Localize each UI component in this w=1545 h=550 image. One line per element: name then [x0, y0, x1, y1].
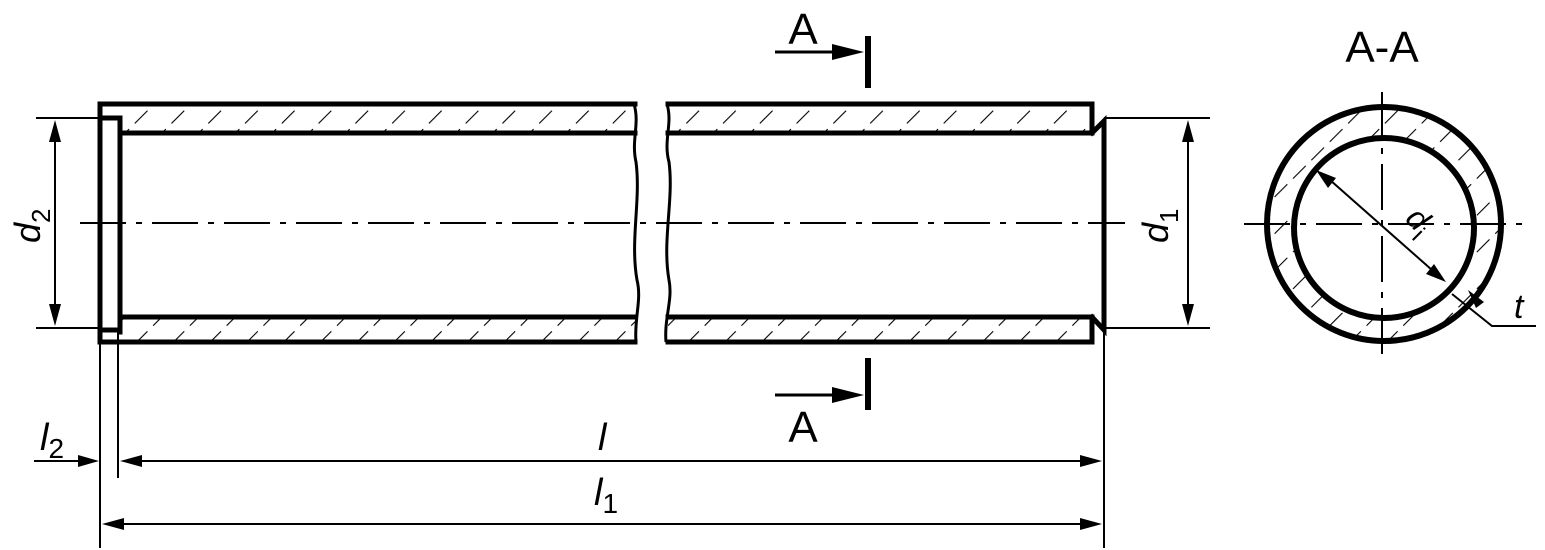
inner-circle: [1291, 135, 1477, 321]
top-wall-right-hatch: [668, 106, 1090, 132]
break-line-right: [664, 103, 672, 343]
dimension-d2: d2: [7, 117, 100, 329]
right-end-contour: [1088, 114, 1107, 337]
section-label-top: A: [788, 5, 818, 54]
section-marker-top: A: [775, 5, 871, 88]
dimension-d1: d1: [1104, 117, 1210, 329]
d1-label: d1: [1135, 209, 1184, 244]
break-line-left: [632, 103, 641, 343]
t-label: t: [1514, 288, 1525, 326]
bottom-wall-left-hatch: [120, 318, 635, 342]
l1-label: l1: [594, 472, 618, 519]
section-marker-bottom: A: [775, 358, 871, 452]
section-view-aa: A-A di t: [1244, 23, 1536, 360]
l2-label: l2: [40, 417, 64, 464]
section-label-bottom: A: [788, 403, 818, 452]
tube-side-view: [80, 101, 1125, 345]
section-title: A-A: [1345, 23, 1419, 72]
top-wall-left-hatch: [120, 106, 635, 132]
di-label: di: [1394, 199, 1441, 246]
dimension-lengths: l2 l l1: [34, 330, 1105, 548]
bottom-wall-right-hatch: [668, 318, 1090, 342]
d2-label: d2: [7, 209, 56, 244]
l-label: l: [598, 417, 608, 459]
